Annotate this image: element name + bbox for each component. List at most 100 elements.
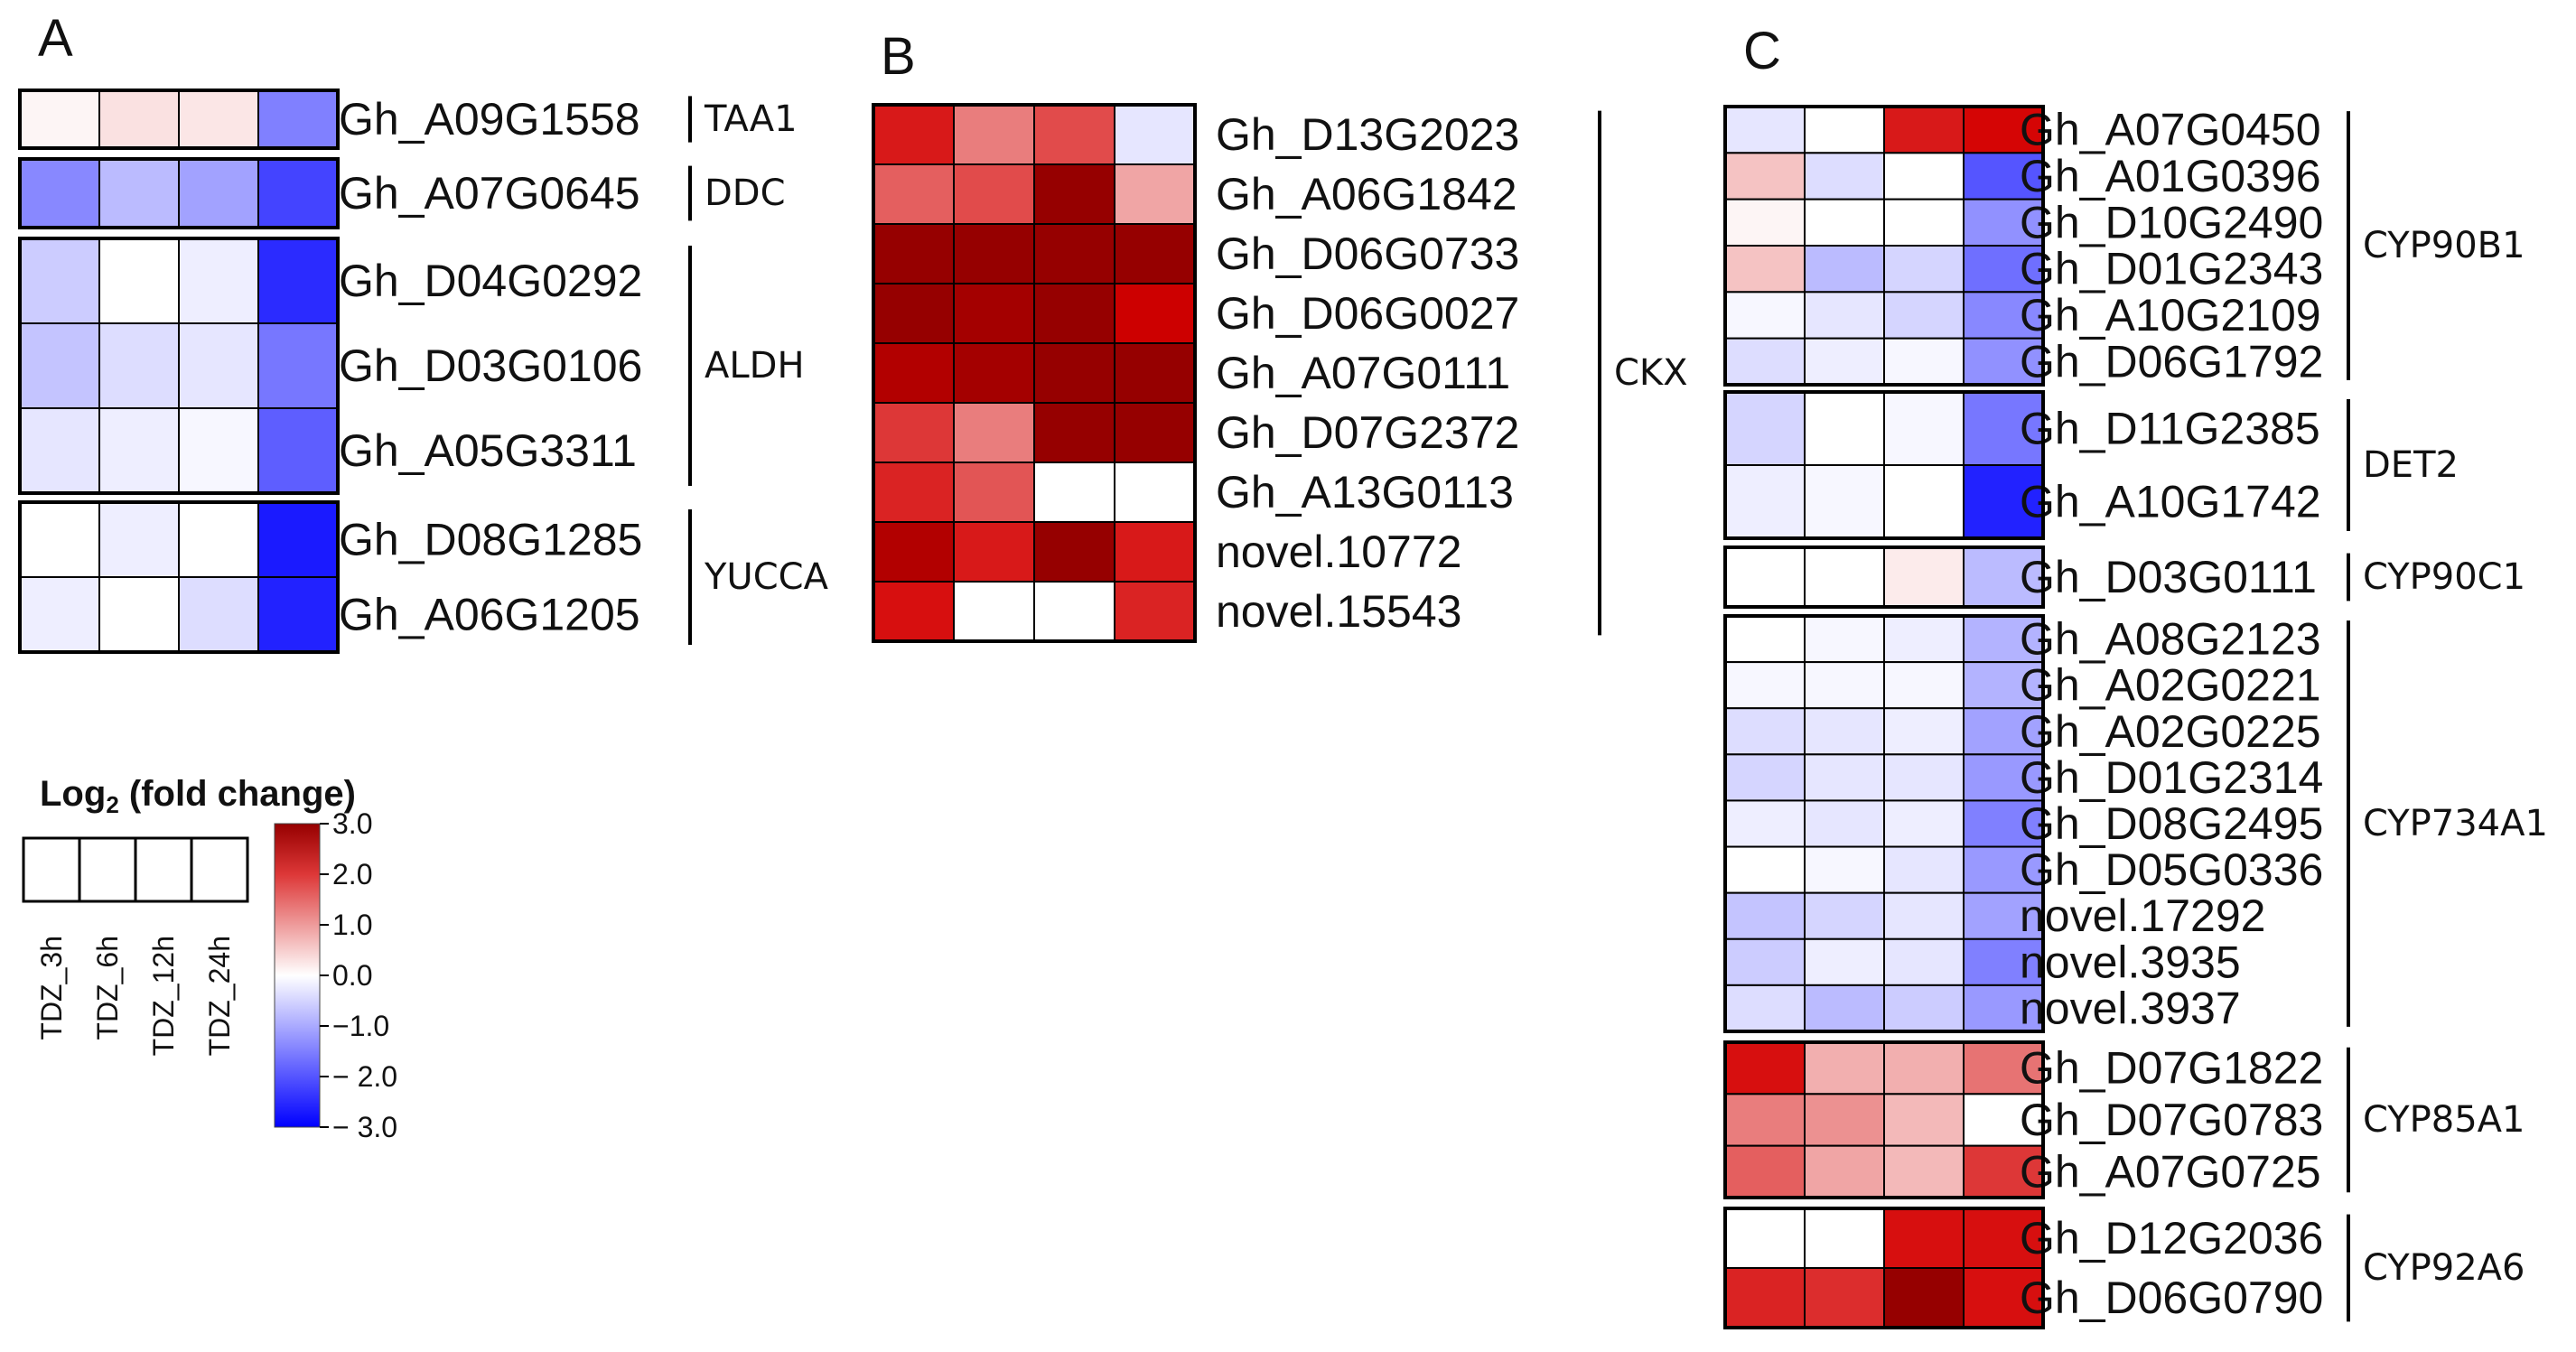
color-scale-bar: [274, 823, 321, 1128]
heatmap-cell: [873, 163, 955, 225]
heatmap-cell: [1724, 1267, 1806, 1329]
heatmap-cell: [1804, 391, 1885, 466]
heatmap-cell: [1114, 342, 1196, 404]
heatmap-cell: [953, 104, 1035, 165]
heatmap-cell: [1724, 391, 1806, 466]
heatmap-cell: [953, 342, 1035, 404]
heatmap-cell: [1804, 152, 1885, 200]
gene-label: Gh_A13G0113: [1216, 467, 1514, 517]
heatmap-cell: [1963, 891, 2044, 940]
heatmap-cell: [953, 581, 1035, 642]
heatmap-cell: [98, 89, 180, 149]
heatmap-cell: [1804, 106, 1885, 154]
heatmap-cell: [1033, 581, 1115, 642]
heatmap-cell: [1883, 1267, 1965, 1329]
heatmap-cell: [1033, 283, 1115, 344]
column-label: TDZ_12h: [147, 936, 180, 1056]
heatmap-cell: [1724, 661, 1806, 710]
heatmap-cell: [1883, 1144, 1965, 1198]
column-label: TDZ_24h: [203, 936, 236, 1056]
scale-tick-label: − 2.0: [332, 1060, 397, 1093]
heatmap-cell: [1963, 661, 2044, 710]
heatmap-cell: [1724, 152, 1806, 200]
heatmap-cell: [1033, 163, 1115, 225]
heatmap-cell: [1724, 937, 1806, 986]
heatmap-cell: [1883, 1207, 1965, 1269]
heatmap-cell: [1114, 521, 1196, 583]
panel-C: CGh_A07G0450Gh_A01G0396Gh_D10G2490Gh_D01…: [1723, 22, 2548, 1329]
gene-label: Gh_D11G2385: [2020, 404, 2320, 454]
heatmap-cell: [1963, 337, 2044, 386]
heatmap-cell: [873, 104, 955, 165]
heatmap-cell: [873, 223, 955, 284]
heatmap-cell: [1724, 464, 1806, 539]
heatmap-cell: [1804, 1267, 1885, 1329]
heatmap-cell: [19, 407, 100, 494]
gene-label: Gh_D01G2343: [2020, 244, 2323, 294]
group-label: CYP90C1: [2363, 556, 2525, 598]
heatmap-cell: [953, 402, 1035, 463]
gene-label: Gh_D06G0027: [1216, 288, 1519, 339]
heatmap-cell: [1804, 937, 1885, 986]
gene-label: Gh_A07G0450: [2020, 105, 2321, 155]
block-border: [18, 89, 340, 150]
group-label: YUCCA: [704, 556, 829, 598]
heatmap-cell: [1804, 799, 1885, 848]
heatmap-cell: [1963, 984, 2044, 1033]
heatmap-cell: [1033, 462, 1115, 523]
heatmap-cell: [1724, 753, 1806, 802]
legend-column-box: [22, 836, 81, 903]
heatmap-cell: [19, 576, 100, 653]
block-border: [1723, 1040, 2045, 1199]
heatmap-cell: [1724, 1144, 1806, 1198]
block-border: [1723, 545, 2045, 609]
heatmap-cell: [1804, 1207, 1885, 1269]
heatmap-cell: [1883, 707, 1965, 756]
heatmap-cell: [1114, 163, 1196, 225]
gene-label: Gh_D03G0111: [2020, 552, 2317, 602]
heatmap-cell: [1724, 891, 1806, 940]
gene-label: Gh_D13G2023: [1216, 109, 1519, 160]
heatmap-cell: [1724, 337, 1806, 386]
panel-letter: A: [38, 9, 73, 68]
gene-label: Gh_A06G1842: [1216, 169, 1517, 219]
gene-label: novel.17292: [2020, 890, 2265, 941]
gene-label: Gh_D06G1792: [2020, 336, 2323, 387]
heatmap-cell: [1804, 1144, 1885, 1198]
heatmap-cell: [1724, 291, 1806, 340]
heatmap-cell: [1804, 198, 1885, 247]
heatmap-cell: [98, 158, 180, 228]
gene-label: Gh_A10G1742: [2020, 477, 2321, 527]
heatmap-cell: [1804, 546, 1885, 608]
gene-label: Gh_D05G0336: [2020, 844, 2323, 895]
column-label: TDZ_3h: [35, 936, 68, 1040]
gene-label: Gh_A02G0221: [2020, 660, 2321, 711]
heatmap-cell: [1883, 464, 1965, 539]
heatmap-cell: [1724, 198, 1806, 247]
heatmap-cell: [1724, 845, 1806, 894]
heatmap-cell: [1963, 391, 2044, 466]
scale-tick-label: 2.0: [332, 858, 372, 890]
gene-label: novel.3935: [2020, 937, 2241, 987]
block-border: [18, 500, 340, 654]
gene-label: Gh_A01G0396: [2020, 151, 2321, 201]
group-label: CYP92A6: [2363, 1247, 2525, 1289]
scale-tick-label: −1.0: [332, 1010, 389, 1042]
heatmap-cell: [1963, 1093, 2044, 1147]
heatmap-cell: [1883, 106, 1965, 154]
heatmap-cell: [1114, 462, 1196, 523]
column-label: TDZ_6h: [91, 936, 124, 1040]
heatmap-cell: [1883, 1041, 1965, 1096]
heatmap-cell: [1114, 581, 1196, 642]
heatmap-cell: [1963, 1207, 2044, 1269]
heatmap-cell: [19, 158, 100, 228]
gene-label: Gh_A08G2123: [2020, 614, 2321, 665]
heatmap-cell: [178, 322, 259, 409]
heatmap-cell: [1804, 661, 1885, 710]
scale-tick-label: 0.0: [332, 959, 372, 992]
heatmap-cell: [1883, 799, 1965, 848]
